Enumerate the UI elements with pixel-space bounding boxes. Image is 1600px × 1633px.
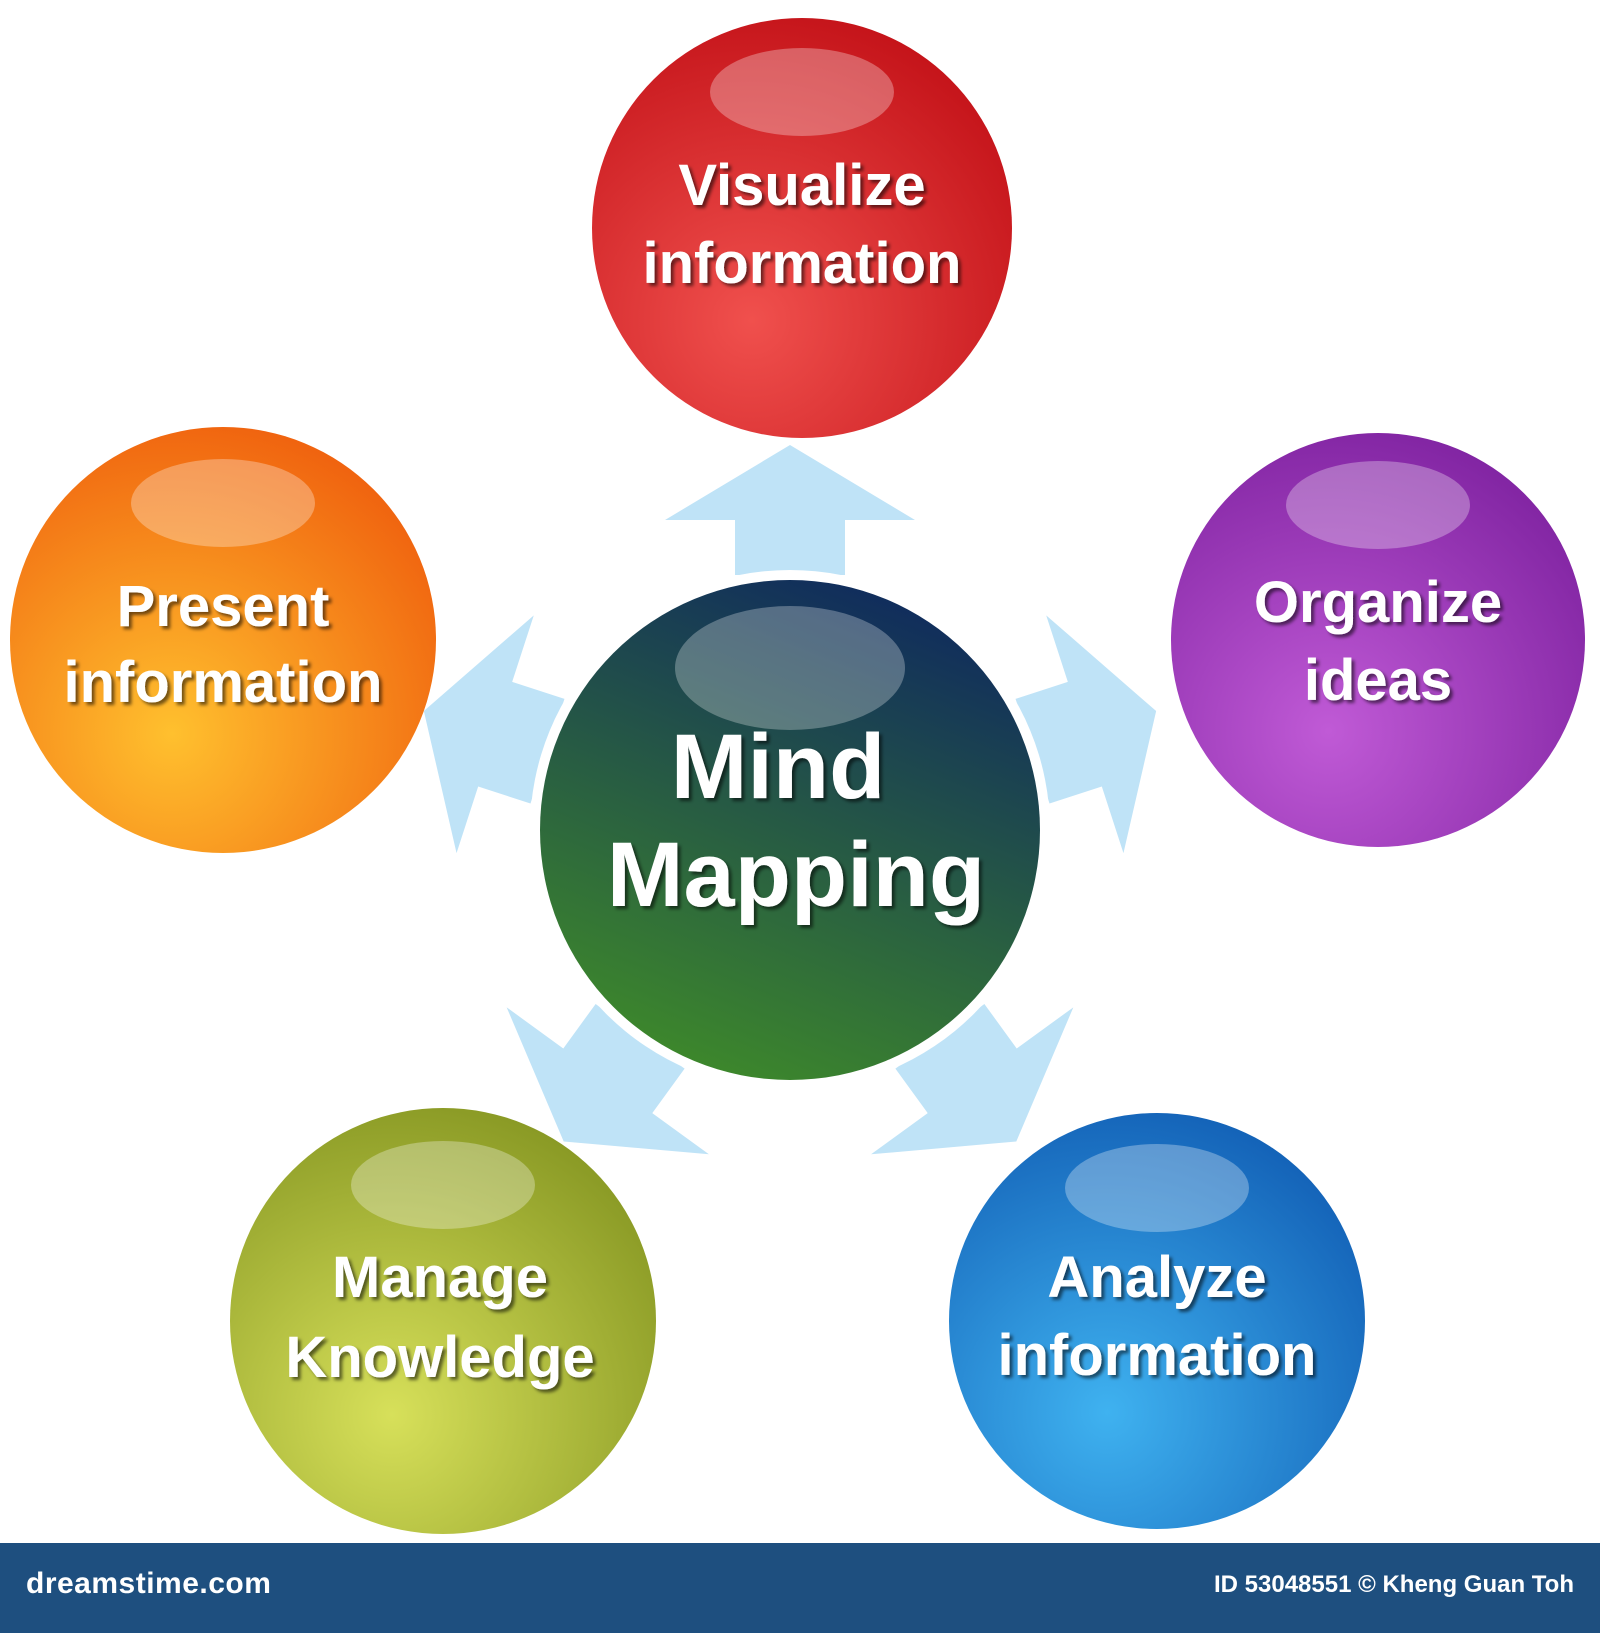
node-organize-line1: Organize: [1254, 570, 1502, 635]
arrow-to-analyze: [871, 1003, 1074, 1155]
center-node-mind-mapping: Mind Mapping: [530, 570, 1050, 1090]
node-analyze-line2: information: [998, 1323, 1317, 1388]
gloss-highlight: [710, 48, 894, 136]
node-visualize-line1: Visualize: [678, 153, 925, 218]
arrow-to-manage: [506, 1003, 709, 1155]
bubble-visualize: [592, 18, 1012, 438]
footer-bar: dreamstime.com ID 53048551 © Kheng Guan …: [0, 1543, 1600, 1633]
bubble-organize: [1171, 433, 1585, 847]
gloss-highlight: [675, 606, 905, 730]
node-present-line2: information: [64, 650, 383, 715]
center-line1: Mind: [671, 716, 886, 818]
node-manage-knowledge: Manage Knowledge: [230, 1108, 656, 1534]
node-visualize-line2: information: [643, 231, 962, 296]
node-organize-ideas: Organize ideas: [1171, 433, 1585, 847]
arrow-to-organize: [1015, 615, 1157, 854]
node-organize-line2: ideas: [1304, 648, 1452, 713]
arrow-to-present: [423, 615, 565, 854]
gloss-highlight: [1286, 461, 1470, 549]
node-manage-line2: Knowledge: [285, 1325, 594, 1390]
arrow-to-visualize: [665, 445, 915, 575]
node-present-line1: Present: [117, 574, 330, 639]
bubble-present: [10, 427, 436, 853]
bubble-center: [540, 580, 1040, 1080]
node-analyze-line1: Analyze: [1047, 1245, 1266, 1310]
node-analyze-information: Analyze information: [949, 1113, 1365, 1529]
center-line2: Mapping: [607, 824, 985, 926]
node-manage-line1: Manage: [332, 1245, 548, 1310]
gloss-highlight: [131, 459, 315, 547]
footer-brand: dreamstime.com: [26, 1567, 272, 1600]
gloss-highlight: [1065, 1144, 1249, 1232]
node-visualize-information: Visualize information: [592, 18, 1012, 438]
nodes-layer: Visualize information Organize ideas Ana…: [10, 18, 1585, 1534]
bubble-manage: [230, 1108, 656, 1534]
footer-credit: ID 53048551 © Kheng Guan Toh: [1214, 1571, 1574, 1598]
node-present-information: Present information: [10, 427, 436, 853]
bubble-analyze: [949, 1113, 1365, 1529]
gloss-highlight: [351, 1141, 535, 1229]
arrows-layer: [423, 445, 1157, 1155]
